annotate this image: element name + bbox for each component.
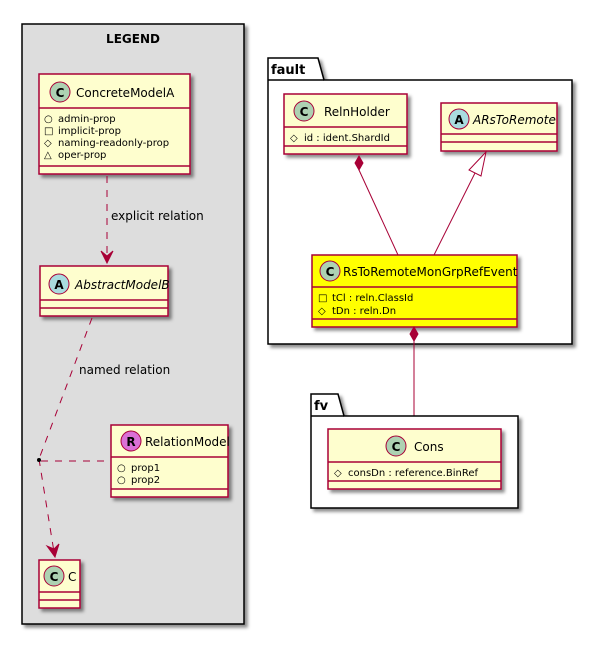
prop-icon: ○: [117, 475, 126, 486]
implicit-prop-icon: □: [44, 126, 53, 137]
oper-prop-icon: △: [44, 150, 52, 161]
implicit-prop-icon: □: [318, 293, 327, 304]
rs-to-remote-event-class[interactable]: C RsToRemoteMonGrpRefEvent □ tCl : reln.…: [311, 254, 518, 328]
cons-class[interactable]: C Cons ◇ consDn : reference.BinRef: [327, 428, 502, 490]
fv-package-label: fv: [314, 399, 329, 414]
naming-readonly-prop-icon: ◇: [44, 138, 52, 149]
prop-text: prop2: [131, 475, 160, 486]
class-a-icon: A: [48, 273, 70, 295]
named-relation-label: named relation: [79, 363, 170, 377]
prop-text: consDn : reference.BinRef: [348, 468, 478, 479]
class-name: RsToRemoteMonGrpRefEvent: [343, 265, 518, 279]
abstract-model-b-class[interactable]: A AbstractModelB: [39, 265, 170, 317]
class-name: C: [68, 570, 76, 584]
svg-text:C: C: [56, 86, 65, 100]
admin-prop-icon: ○: [44, 114, 53, 125]
prop-text: implicit-prop: [58, 126, 121, 137]
fault-package-label: fault: [271, 63, 305, 78]
reln-holder-class[interactable]: C RelnHolder ◇ id : ident.ShardId: [283, 93, 408, 155]
class-name: AbstractModelB: [74, 278, 170, 292]
naming-prop-icon: ◇: [334, 468, 342, 479]
class-c-icon: C: [293, 100, 315, 122]
prop-text: oper-prop: [58, 150, 106, 161]
class-props: ○ admin-prop □ implicit-prop ◇ naming-re…: [44, 114, 169, 161]
concrete-model-a-class[interactable]: C ConcreteModelA ○ admin-prop □ implicit…: [38, 73, 191, 175]
naming-prop-icon: ◇: [290, 133, 298, 144]
class-name: ARsToRemote: [472, 113, 556, 127]
svg-text:R: R: [126, 435, 135, 449]
class-a-icon: A: [448, 108, 470, 130]
class-name: ConcreteModelA: [76, 86, 175, 100]
relation-model-class[interactable]: R RelationModel ○ prop1 ○ prop2: [110, 424, 230, 498]
class-c-icon: C: [385, 435, 407, 457]
svg-text:C: C: [300, 105, 309, 119]
prop-text: tCl : reln.ClassId: [332, 293, 413, 304]
c-class[interactable]: C C: [38, 559, 81, 609]
prop-text: admin-prop: [58, 114, 116, 125]
class-c-icon: C: [43, 565, 65, 587]
class-name: RelnHolder: [324, 105, 390, 119]
ars-to-remote-class[interactable]: A ARsToRemote: [440, 102, 558, 152]
svg-text:A: A: [54, 278, 64, 292]
prop-text: id : ident.ShardId: [304, 133, 390, 144]
naming-prop-icon: ◇: [318, 306, 326, 317]
prop-text: naming-readonly-prop: [58, 138, 169, 149]
inheritance-relation: [433, 150, 487, 256]
composition-relation: [409, 325, 419, 428]
named-relation-line: named relation: [37, 317, 170, 559]
svg-text:A: A: [454, 113, 464, 127]
class-c-icon: C: [49, 81, 71, 103]
legend-title: LEGEND: [106, 32, 160, 46]
class-r-icon: R: [120, 430, 142, 452]
class-name: Cons: [414, 440, 444, 454]
svg-text:C: C: [326, 265, 335, 279]
svg-text:C: C: [392, 440, 401, 454]
prop-icon: ○: [117, 463, 126, 474]
class-c-icon: C: [319, 260, 341, 282]
class-name: RelationModel: [145, 435, 230, 449]
prop-text: tDn : reln.Dn: [332, 306, 396, 317]
explicit-relation-arrow: explicit relation: [100, 176, 204, 265]
prop-text: prop1: [131, 463, 160, 474]
composition-relation: [354, 154, 399, 256]
explicit-relation-label: explicit relation: [111, 209, 204, 223]
svg-text:C: C: [50, 570, 59, 584]
